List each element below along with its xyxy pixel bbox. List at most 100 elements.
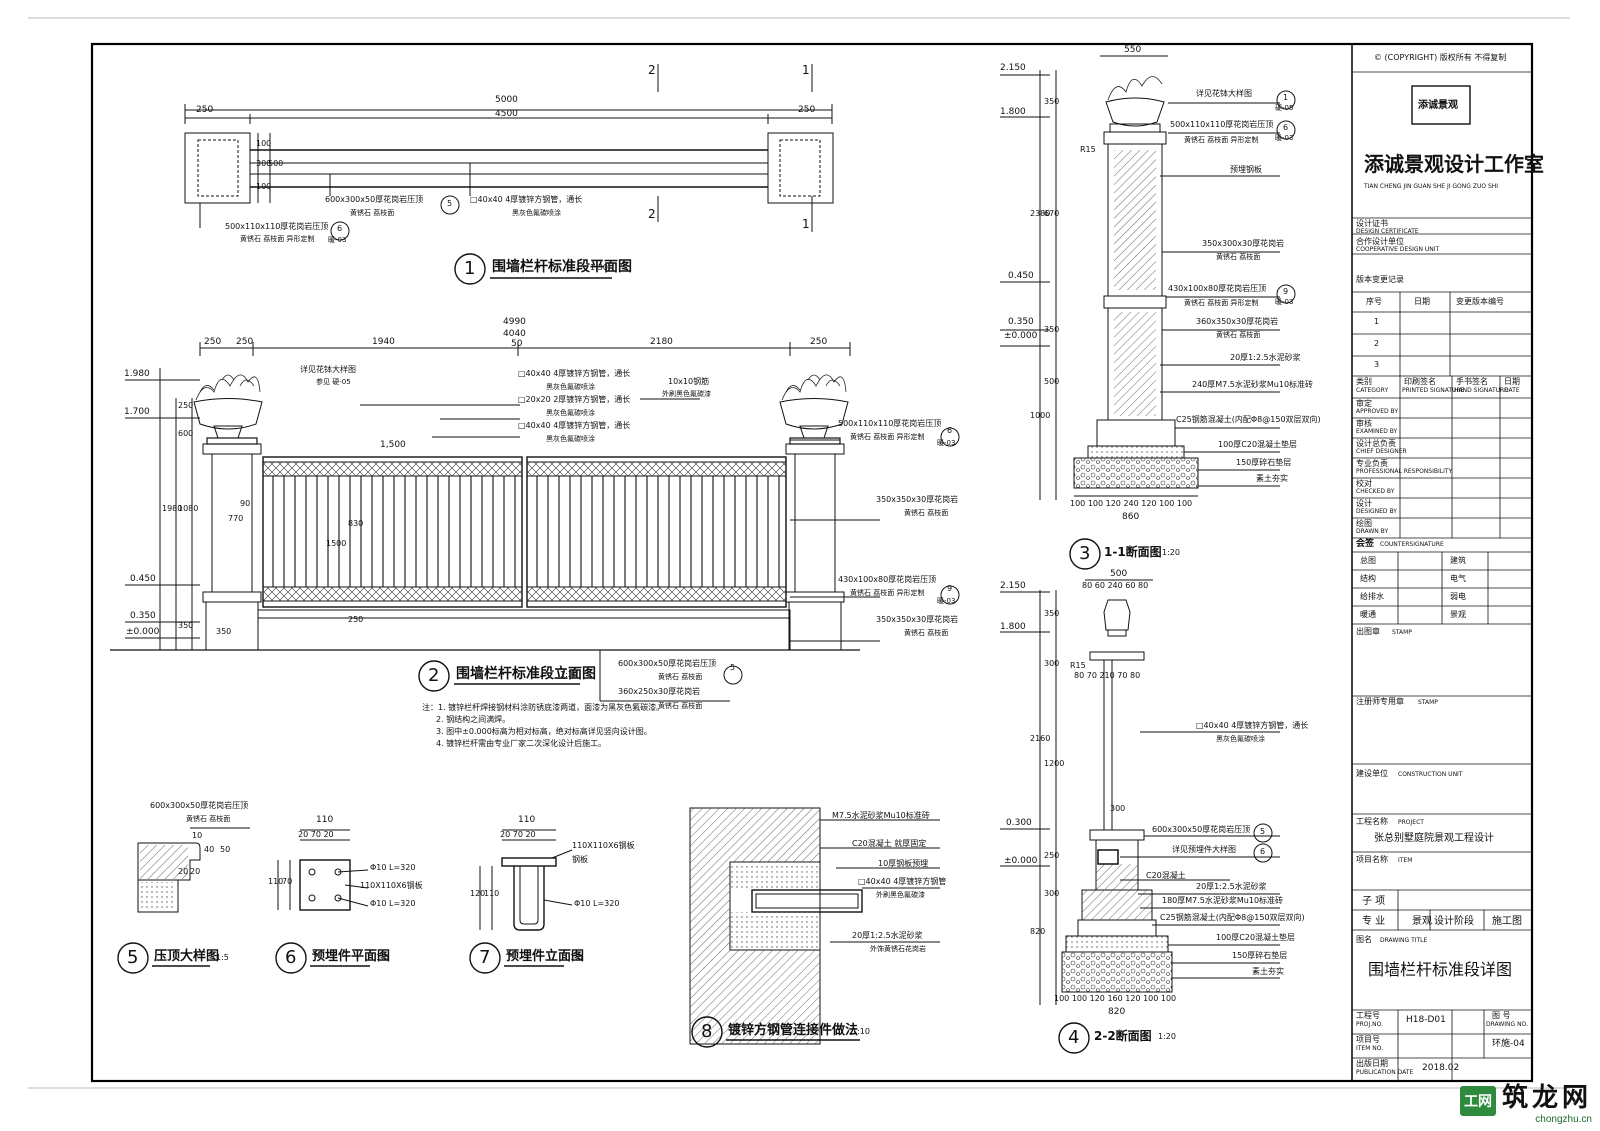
sec2-note-5: 20厚1:2.5水泥砂浆 bbox=[1196, 882, 1267, 891]
tb-role-1-en: APPROVED BY bbox=[1356, 408, 1399, 415]
sec1-level-4: 0.350 bbox=[1008, 317, 1034, 327]
watermark-url: chongzhu.cn bbox=[1535, 1114, 1592, 1125]
elev-remark-4: 4. 镀锌栏杆需由专业厂家二次深化设计后施工。 bbox=[436, 739, 607, 748]
d5-dim-4: 50 bbox=[220, 845, 231, 854]
plan-cut-1: 1 bbox=[802, 63, 810, 77]
elev-vdim-1: 250 bbox=[178, 401, 194, 410]
sec1-ref-1: 1 bbox=[1283, 93, 1289, 102]
tb-dname: 图名 bbox=[1356, 935, 1372, 944]
tb-date-en: DATE bbox=[1504, 387, 1520, 394]
sec1-note-6b: 黄锈石 荔枝面 bbox=[1216, 331, 1261, 339]
plan-cut-2b: 2 bbox=[648, 207, 656, 221]
sec1-note-6: 360x350x30厚花岗岩 bbox=[1196, 317, 1279, 326]
d8-note-1: M7.5水泥砂浆Mu10标准砖 bbox=[832, 811, 930, 820]
tb-reg-en: STAMP bbox=[1418, 699, 1438, 706]
sec1-vdim-9: 500 bbox=[1044, 377, 1060, 386]
view8-title: 镀锌方钢管连接件做法 bbox=[728, 1023, 859, 1038]
elev-note-8: 430x100x80厚花岗岩压顶 bbox=[838, 575, 937, 584]
sec1-note-10: 100厚C20混凝土垫层 bbox=[1218, 440, 1298, 449]
sec2-top-dim: 500 bbox=[1110, 569, 1128, 579]
sec2-level-3: 0.300 bbox=[1006, 818, 1032, 828]
tb-role-3: 设计总负责 bbox=[1356, 439, 1396, 448]
tb-role-7: 绘图 bbox=[1356, 519, 1372, 528]
site-watermark: 工网 筑龙网 chongzhu.cn bbox=[1459, 1077, 1592, 1125]
plan-dim-v1: 100 bbox=[256, 139, 272, 148]
tb-cat: 类别 bbox=[1356, 377, 1372, 386]
tb-countersign: 会签 bbox=[1356, 539, 1375, 549]
tb-dwgno-value: 环施-04 bbox=[1492, 1039, 1525, 1049]
sec1-ref-5: 9 bbox=[1283, 287, 1289, 296]
view2-number: 2 bbox=[428, 665, 440, 686]
elev-level-3: 0.450 bbox=[130, 574, 156, 584]
view2-title: 围墙栏杆标准段立面图 bbox=[456, 666, 596, 682]
tb-projno-en: PROJ.NO. bbox=[1356, 1021, 1384, 1028]
tb-role-3-en: CHIEF DESIGNER bbox=[1356, 448, 1407, 455]
view1-scale: 1:30 bbox=[590, 263, 608, 272]
sec1-ref-1-sub: 硬-05 bbox=[1275, 104, 1294, 112]
tb-logo: 添诚景观 bbox=[1418, 100, 1458, 111]
tb-stamp-en: STAMP bbox=[1392, 629, 1412, 636]
elev-vdim-19: 1500 bbox=[326, 539, 347, 548]
elev-vdim-23: 350 bbox=[216, 627, 232, 636]
tb-coop-en: COOPERATIVE DESIGN UNIT bbox=[1356, 246, 1440, 253]
elev-vdim-21: 250 bbox=[348, 615, 364, 624]
tb-disc-3a: 给排水 bbox=[1360, 592, 1384, 601]
sec2-vdim-8: 820 bbox=[1030, 927, 1046, 936]
sec2-vdim-2: 300 bbox=[1044, 659, 1060, 668]
sec1-note-12: 素土夯实 bbox=[1256, 474, 1288, 483]
d5-dim-1: 10 bbox=[192, 831, 203, 840]
d6-top: 110 bbox=[316, 815, 334, 825]
sec2-vdim-6: 250 bbox=[1044, 851, 1060, 860]
view4-number: 4 bbox=[1068, 1027, 1080, 1048]
tb-role-7-en: DRAWN BY bbox=[1356, 528, 1389, 535]
elev-note-5b: 外刷黑色氟碳漆 bbox=[662, 390, 711, 398]
tb-firm: 添诚景观设计工作室 bbox=[1364, 152, 1544, 176]
sec2-note-3: 详见预埋件大样图 bbox=[1172, 845, 1236, 854]
sec1-ref-5-sub: 暖-03 bbox=[1275, 298, 1294, 306]
sec2-note-1: □40x40 4厚镀锌方钢管，通长 bbox=[1196, 721, 1309, 730]
sec2-top-sub: 80 60 240 60 80 bbox=[1082, 581, 1149, 590]
tb-hand-en: HAND SIGNATURE bbox=[1454, 387, 1509, 394]
sec2-note-2: 600x300x50厚花岗岩压顶 bbox=[1152, 825, 1251, 834]
tb-role-5-en: CHECKED BY bbox=[1356, 488, 1395, 495]
elev-ref-6: 6 bbox=[947, 426, 953, 435]
tb-stage-value: 施工图 bbox=[1492, 916, 1522, 927]
elev-ref-8-sub: 暖-03 bbox=[937, 597, 956, 605]
view6-scale: 1:5 bbox=[376, 953, 389, 962]
sec1-ref-2-sub: 暖-03 bbox=[1275, 134, 1294, 142]
plan-dim-v3: 500 bbox=[268, 159, 284, 168]
elev-note-4b: 黑灰色氟碳喷涂 bbox=[546, 435, 595, 443]
tb-rev-col-1: 序号 bbox=[1366, 297, 1382, 306]
sec2-note-6: 180厚M7.5水泥砂浆Mu10标准砖 bbox=[1162, 896, 1284, 905]
tb-itemno-en: ITEM NO. bbox=[1356, 1045, 1384, 1052]
sec2-vdim-4: 1200 bbox=[1044, 759, 1065, 768]
tb-projno-value: H18-D01 bbox=[1406, 1015, 1446, 1025]
elev-level-1: 1.980 bbox=[124, 369, 150, 379]
tb-itemno: 项目号 bbox=[1356, 1035, 1380, 1044]
sec2-level-4: ±0.000 bbox=[1004, 856, 1038, 866]
d8-note-5b: 外饰黄锈石花岗岩 bbox=[870, 945, 926, 953]
plan-ref-1: 5 bbox=[447, 199, 453, 208]
sec1-note-5: 430x100x80厚花岗岩压顶 bbox=[1168, 284, 1267, 293]
sec1-note-8: 240厚M7.5水泥砂浆Mu10标准砖 bbox=[1192, 380, 1314, 389]
elev-dim-total: 4990 bbox=[503, 317, 526, 327]
sec1-vdim-8: 350 bbox=[1044, 325, 1060, 334]
plan-note-2b: 黑灰色氟碳喷涂 bbox=[512, 209, 561, 217]
watermark-name: 筑龙网 bbox=[1501, 1083, 1592, 1113]
tb-disc-1b: 建筑 bbox=[1450, 556, 1466, 565]
sec2-note-9: 150厚碎石垫层 bbox=[1232, 951, 1288, 960]
tb-rev-col-2: 日期 bbox=[1414, 297, 1430, 306]
d7-sub: 20 70 20 bbox=[500, 830, 536, 839]
elev-note-7b: 黄锈石 荔枝面 bbox=[904, 509, 949, 517]
tb-stamp: 出图章 bbox=[1356, 627, 1380, 636]
tb-rev-row-3: 3 bbox=[1374, 360, 1380, 369]
elev-note-11b: 黄锈石 荔枝面 bbox=[658, 702, 703, 710]
plan-ref-3: 6 bbox=[337, 224, 343, 233]
elev-vdim-2: 600 bbox=[178, 429, 194, 438]
tb-cert-en: DESIGN CERTIFICATE bbox=[1356, 228, 1419, 235]
elev-vdim-20: 830 bbox=[348, 519, 364, 528]
elev-level-2: 1.700 bbox=[124, 407, 150, 417]
elev-remark-1: 注：1. 镀锌栏杆焊接钢材料涂防锈底漆两道，面漆为黑灰色氟碳漆。 bbox=[422, 703, 665, 712]
tb-role-2: 审核 bbox=[1356, 419, 1372, 428]
